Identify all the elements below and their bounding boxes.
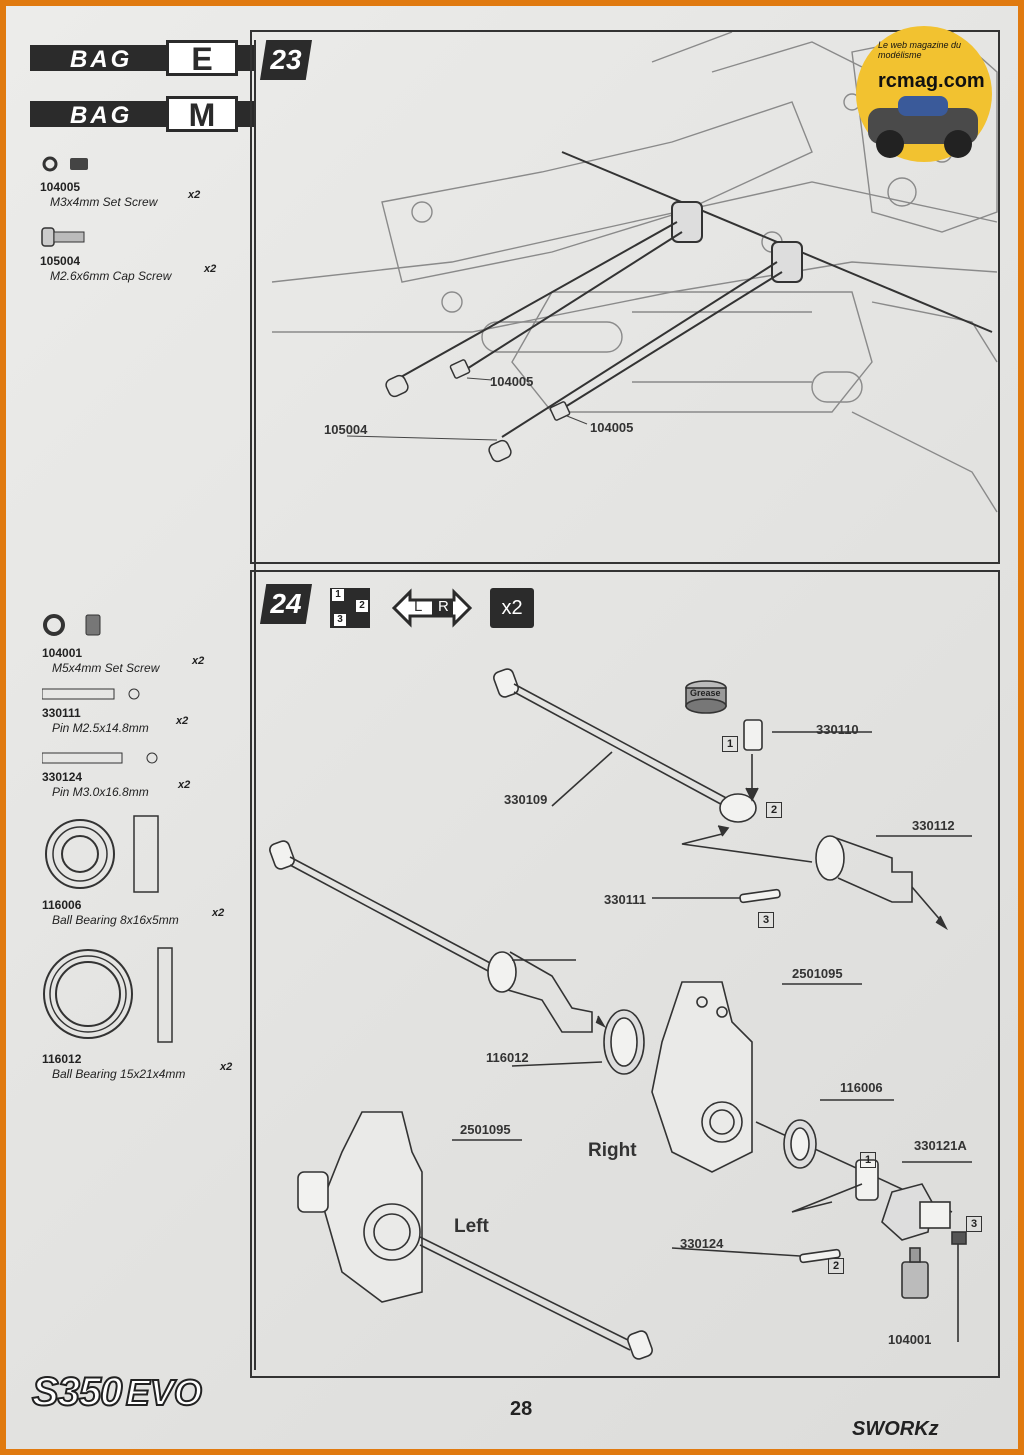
part-label: 330112 [912, 818, 955, 833]
model-name: S350 [31, 1369, 123, 1415]
step-23-panel: 23 [250, 30, 1000, 564]
ball-bearing-icon [43, 947, 173, 1043]
step-number-box: 1 [860, 1152, 876, 1168]
left-right-arrow-icon [392, 588, 472, 628]
part-name: Ball Bearing 15x21x4mm [52, 1067, 186, 1081]
step-23-badge: 23 [260, 40, 312, 80]
bag-m-header: BAG M [30, 96, 254, 132]
part-code: 330111 [42, 706, 81, 720]
left-side-label: Left [454, 1216, 489, 1237]
left-letter: L [414, 598, 423, 615]
part-name: Ball Bearing 8x16x5mm [52, 913, 179, 927]
part-qty: x2 [176, 715, 189, 727]
bag-word: BAG [70, 46, 133, 73]
model-suffix: EVO [125, 1371, 203, 1414]
repeat-twice-icon: x2 [490, 588, 534, 628]
set-screw-icon [43, 614, 101, 636]
assembly-order-icon: 1 2 3 [330, 588, 370, 628]
ball-bearing-icon [45, 815, 159, 893]
step-24-badge: 24 [260, 584, 312, 624]
watermark-tagline: Le web magazine du modélisme [878, 40, 962, 60]
part-qty: x2 [178, 779, 191, 791]
part-qty: x2 [212, 907, 225, 919]
part-label: 105004 [324, 422, 368, 437]
part-name: M5x4mm Set Screw [52, 661, 160, 675]
part-name: Pin M3.0x16.8mm [52, 785, 149, 799]
grease-label: Grease [690, 688, 721, 698]
part-code: 116012 [42, 1052, 82, 1066]
set-screw-icon [42, 156, 88, 172]
part-330124: 330124 Pin M3.0x16.8mm x2 [42, 770, 232, 800]
part-104005: 104005 M3x4mm Set Screw x2 [40, 180, 230, 210]
part-label: 104001 [888, 1332, 932, 1347]
part-label: 116006 [840, 1080, 883, 1095]
part-104001: 104001 M5x4mm Set Screw x2 [42, 646, 232, 676]
bag-letter: E [166, 40, 238, 76]
part-name: Pin M2.5x14.8mm [52, 721, 149, 735]
part-code: 104001 [42, 646, 83, 660]
part-code: 105004 [40, 254, 81, 268]
manual-page: BAG E BAG M 104005 M3x4mm Set Screw x2 1… [6, 6, 1018, 1449]
part-label: 330109 [504, 792, 548, 807]
part-name: M2.6x6mm Cap Screw [50, 269, 172, 283]
step-number-box: 3 [966, 1216, 982, 1232]
part-code: 116006 [42, 898, 82, 912]
step-number-box: 1 [722, 736, 738, 752]
right-side-label: Right [588, 1140, 637, 1161]
bag-letter: M [166, 96, 238, 132]
order-number: 1 [332, 589, 344, 601]
part-qty: x2 [188, 189, 201, 201]
bag-e-header: BAG E [30, 40, 254, 76]
part-code: 104005 [40, 180, 81, 194]
watermark-brand: rcmag.com [878, 70, 985, 92]
part-label: 104005 [490, 374, 534, 389]
part-105004: 105004 M2.6x6mm Cap Screw x2 [40, 254, 230, 284]
part-label: 104005 [590, 420, 634, 435]
part-116012: 116012 Ball Bearing 15x21x4mm x2 [42, 1052, 242, 1082]
driveshaft-hub-drawing [269, 668, 972, 1360]
part-label: 2501095 [460, 1122, 511, 1137]
maker-logo: SWORKz [852, 1418, 939, 1440]
part-code: 330124 [42, 770, 83, 784]
order-number: 3 [334, 614, 346, 626]
part-label: 116012 [486, 1050, 529, 1065]
step-number-box: 2 [766, 802, 782, 818]
part-qty: x2 [192, 655, 205, 667]
order-number: 2 [356, 600, 368, 612]
part-label: 2501095 [792, 966, 843, 981]
part-330111: 330111 Pin M2.5x14.8mm x2 [42, 706, 232, 736]
pin-icon [42, 752, 158, 764]
step-number-box: 3 [758, 912, 774, 928]
part-label: 330111 [604, 892, 646, 907]
part-name: M3x4mm Set Screw [50, 195, 158, 209]
part-label: 330121A [914, 1138, 967, 1153]
part-116006: 116006 Ball Bearing 8x16x5mm x2 [42, 898, 242, 928]
pin-icon [42, 688, 140, 700]
page-number: 28 [510, 1398, 533, 1420]
part-qty: x2 [220, 1061, 233, 1073]
step-number-box: 2 [828, 1258, 844, 1274]
part-label: 330110 [816, 722, 859, 737]
rcmag-watermark: rcmag.com Le web magazine du modélisme [848, 18, 1006, 168]
right-letter: R [438, 598, 449, 615]
part-qty: x2 [204, 263, 217, 275]
column-divider [254, 40, 256, 1370]
model-logo: S350 EVO [31, 1369, 203, 1415]
cap-screw-icon [41, 227, 85, 247]
bag-word: BAG [70, 102, 133, 129]
step-24-panel: 24 1 2 3 L R x2 [250, 570, 1000, 1378]
part-label: 330124 [680, 1236, 724, 1251]
